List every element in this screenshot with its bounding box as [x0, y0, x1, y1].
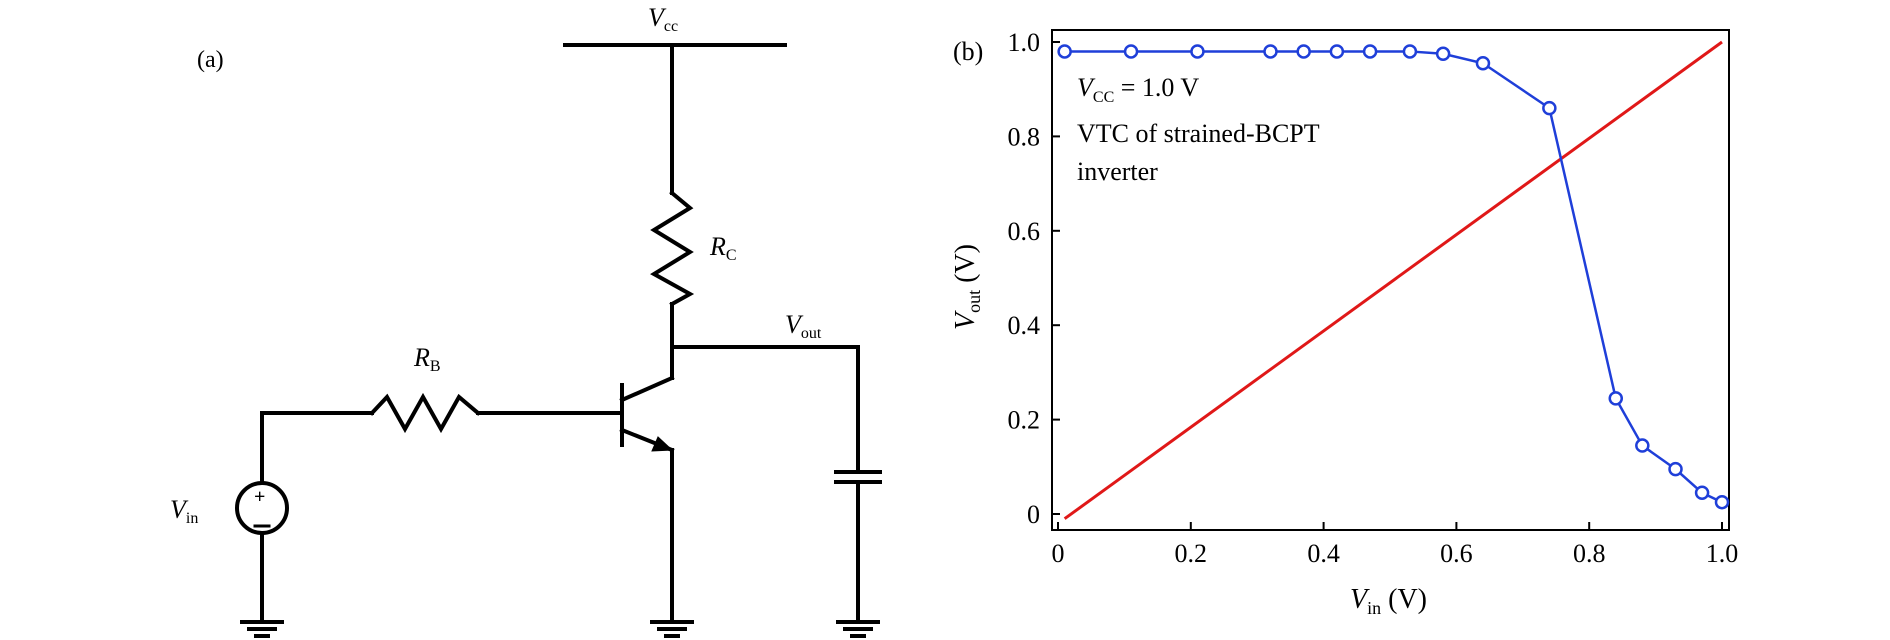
y-tick-label: 1.0	[1008, 28, 1041, 57]
circuit-schematic	[235, 43, 882, 638]
reference-line	[1063, 40, 1723, 520]
panel-a-label: (a)	[197, 47, 224, 73]
plot-frame	[1051, 29, 1730, 531]
x-tick-label: 0.4	[1307, 539, 1340, 568]
annotation-vcc: VCC = 1.0 V	[1077, 73, 1199, 106]
vtc-data-point	[1296, 44, 1311, 59]
x-axis-label: Vin (V)	[1350, 584, 1427, 618]
x-tick-label: 0.8	[1573, 539, 1606, 568]
vtc-data-point	[1123, 44, 1139, 59]
vtc-data-point	[1714, 494, 1730, 510]
y-axis-label: Vout (V)	[950, 244, 984, 330]
vtc-series-line	[1064, 50, 1723, 504]
vout-label: Vout	[785, 310, 822, 342]
rc-label: RC	[709, 232, 737, 264]
annotation-line-2: inverter	[1077, 157, 1158, 186]
vtc-data-point	[1475, 55, 1491, 71]
vtc-data-point	[1190, 44, 1205, 59]
y-tick-label: 0	[1027, 500, 1040, 529]
vtc-data-point	[1542, 100, 1557, 116]
panel-b-label: (b)	[953, 37, 983, 66]
vin-label: Vin	[170, 495, 198, 527]
vtc-chart: 0 0.2 0.4 0.6 0.8 1.0 0 0.2 0.4 0.6 0.8 1.0	[1008, 28, 1739, 568]
emitter-arrow-icon	[651, 436, 674, 452]
vtc-data-point	[1435, 46, 1451, 62]
vtc-data-point	[1263, 44, 1278, 59]
vtc-data-point	[1402, 44, 1418, 59]
source-plus-sign: +	[254, 486, 265, 508]
x-tick-label: 0	[1052, 539, 1065, 568]
y-tick-label: 0.4	[1008, 311, 1041, 340]
transistor-collector-leg	[619, 375, 675, 403]
y-tick-label: 0.2	[1008, 406, 1041, 435]
x-tick-label: 0.2	[1175, 539, 1208, 568]
annotation-line-1: VTC of strained-BCPT	[1077, 119, 1320, 148]
vtc-data-point	[1362, 44, 1378, 59]
vcc-label: Vcc	[648, 3, 678, 35]
resistor-rb	[369, 392, 481, 434]
vtc-data-point	[1608, 391, 1624, 406]
x-axis-ticks: 0 0.2 0.4 0.6 0.8 1.0	[1052, 522, 1739, 568]
vtc-data-point	[1329, 44, 1345, 59]
vtc-data-point	[1668, 461, 1683, 477]
x-tick-label: 1.0	[1706, 539, 1739, 568]
y-axis-ticks: 0 0.2 0.4 0.6 0.8 1.0	[1008, 28, 1060, 529]
vtc-data-point	[1635, 438, 1650, 453]
y-tick-label: 0.6	[1008, 217, 1041, 246]
rb-label: RB	[413, 343, 441, 375]
x-tick-label: 0.6	[1440, 539, 1473, 568]
resistor-rc	[650, 190, 695, 307]
vtc-data-point	[1057, 44, 1072, 59]
series-layer	[1057, 40, 1730, 520]
y-tick-label: 0.8	[1008, 122, 1041, 151]
vtc-data-point	[1694, 485, 1710, 501]
